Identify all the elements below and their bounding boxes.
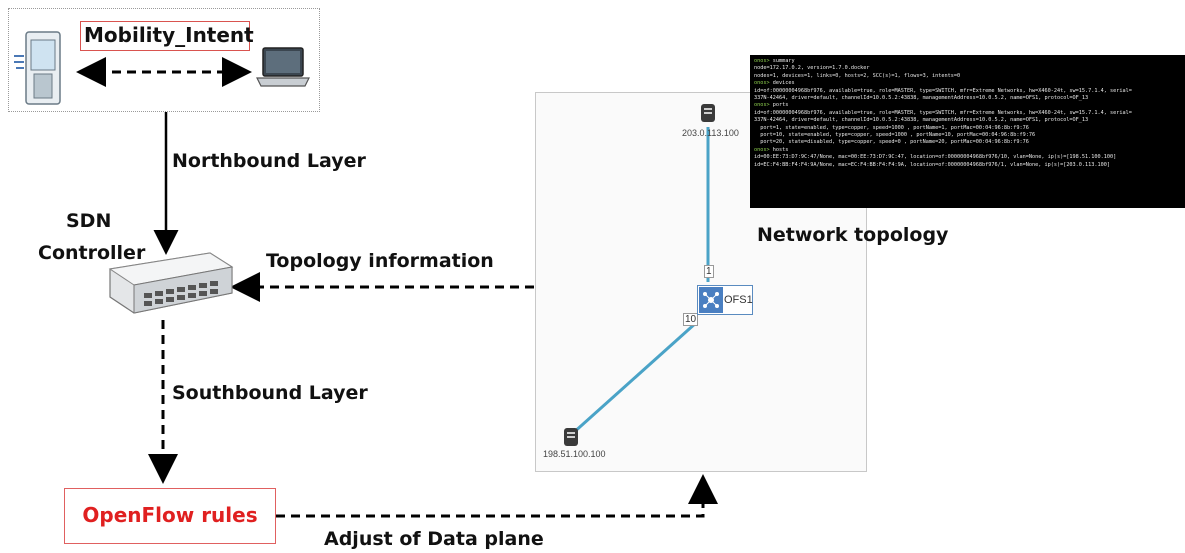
terminal-text: id=of:00000004968bf976, available=true, …: [754, 109, 1132, 116]
terminal-text: summary: [772, 58, 795, 64]
network-topology-caption: Network topology: [757, 224, 949, 246]
port-label-top: 1: [704, 265, 714, 278]
terminal-text: id=00:EE:73:D7:9C:47/None, mac=00:EE:73:…: [754, 154, 1117, 161]
southbound-layer-label: Southbound Layer: [172, 382, 368, 404]
terminal-text: id=of:00000004968bf976, available=true, …: [754, 87, 1132, 94]
terminal-line: 337N-42464, driver=default, channelId=10…: [754, 117, 1181, 124]
terminal-prompt: onos>: [754, 58, 773, 64]
switch-name-label: OFS1: [724, 294, 753, 306]
terminal-text: node=172.17.0.2, version=1.7.0.docker: [754, 65, 870, 72]
controller-label: Controller: [38, 242, 146, 264]
adjust-data-plane-label: Adjust of Data plane: [324, 528, 544, 550]
terminal-line: onos> hosts: [754, 147, 1181, 154]
terminal-text: 337N-42464, driver=default, channelId=10…: [754, 95, 1089, 102]
terminal-line: 337N-42464, driver=default, channelId=10…: [754, 95, 1181, 102]
terminal-text: nodes=1, devices=1, links=0, hosts=2, SC…: [754, 72, 961, 79]
host-server-icon: [701, 104, 715, 122]
northbound-layer-label: Northbound Layer: [172, 150, 366, 172]
adjust-data-plane-arrow: [276, 474, 718, 518]
terminal-prompt: onos>: [754, 146, 773, 153]
terminal-text: hosts: [772, 146, 789, 153]
terminal-line: port=1, state=enabled, type=copper, spee…: [754, 125, 1181, 132]
topology-links: [570, 127, 710, 436]
topology-information-label: Topology information: [266, 250, 494, 272]
terminal-text: id=EC:F4:BB:F4:F4:9A/None, mac=EC:F4:BB:…: [754, 161, 1111, 168]
terminal-line: onos> ports: [754, 102, 1181, 109]
terminal-line: port=10, state=enabled, type=copper, spe…: [754, 132, 1181, 139]
terminal-line: nodes=1, devices=1, links=0, hosts=2, SC…: [754, 73, 1181, 80]
host-server-icon: [564, 428, 578, 446]
mobile-phone-icon: [14, 31, 61, 105]
terminal-text: 337N-42464, driver=default, channelId=10…: [754, 117, 1089, 124]
port-label-bottom: 10: [683, 313, 699, 326]
terminal-text: port=1, state=enabled, type=copper, spee…: [754, 124, 1029, 131]
terminal-text: devices: [772, 80, 795, 87]
terminal-line: port=20, state=disabled, type=copper, sp…: [754, 139, 1181, 146]
terminal-line: id=00:EE:73:D7:9C:47/None, mac=00:EE:73:…: [754, 154, 1181, 161]
sdn-label: SDN: [66, 210, 112, 232]
openflow-rules-box: OpenFlow rules: [64, 488, 276, 544]
terminal-prompt: onos>: [754, 80, 773, 87]
terminal-line: id=EC:F4:BB:F4:F4:9A/None, mac=EC:F4:BB:…: [754, 162, 1181, 169]
terminal-line: node=172.17.0.2, version=1.7.0.docker: [754, 65, 1181, 72]
terminal-text: port=20, state=disabled, type=copper, sp…: [754, 139, 1029, 146]
terminal-text: port=10, state=enabled, type=copper, spe…: [754, 132, 1036, 139]
terminal-line: id=of:00000004968bf976, available=true, …: [754, 110, 1181, 117]
terminal-prompt: onos>: [754, 102, 773, 109]
host-bottom-ip: 198.51.100.100: [543, 449, 606, 459]
laptop-icon: [256, 47, 310, 87]
network-switch-icon: [108, 252, 234, 314]
host-top-ip: 203.0.113.100: [682, 128, 739, 138]
terminal-line: onos> devices: [754, 80, 1181, 87]
mobility-intent-title: Mobility_Intent: [80, 21, 254, 51]
openflow-switch-icon: [699, 287, 723, 313]
mobility-intent-box: [8, 8, 320, 112]
terminal-line: onos> summary: [754, 58, 1181, 65]
link-bottom-host: [570, 320, 699, 436]
terminal-line: id=of:00000004968bf976, available=true, …: [754, 88, 1181, 95]
terminal-text: ports: [772, 102, 789, 109]
